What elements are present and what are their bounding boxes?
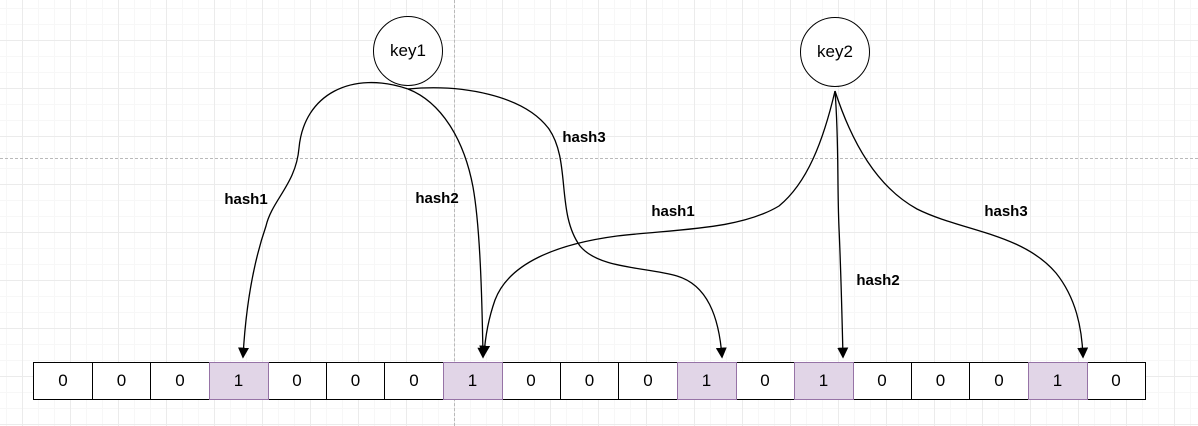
bit-cell-4: 0 bbox=[267, 362, 327, 400]
node-key1-label: key1 bbox=[390, 41, 426, 60]
bit-cell-15: 0 bbox=[910, 362, 971, 400]
label-key1-hash3: hash3 bbox=[562, 129, 606, 146]
label-key2-hash2: hash2 bbox=[856, 272, 900, 289]
page-divider-vertical bbox=[454, 0, 455, 426]
page-divider-horizontal bbox=[0, 158, 1198, 159]
label-key1-hash1: hash1 bbox=[224, 191, 268, 208]
bit-cell-16: 0 bbox=[969, 362, 1029, 400]
bit-cell-9: 0 bbox=[559, 362, 620, 400]
edge-key2-hash3 bbox=[834, 90, 1089, 359]
bit-cell-3: 1 bbox=[208, 362, 269, 400]
bit-cell-12: 0 bbox=[735, 362, 795, 400]
bit-cell-7: 1 bbox=[442, 362, 503, 400]
bit-array: 0 0 0 1 0 0 0 1 0 0 0 1 0 1 0 0 0 1 0 bbox=[33, 362, 1146, 400]
bit-cell-8: 0 bbox=[501, 362, 561, 400]
edge-key1-hash2 bbox=[407, 88, 489, 359]
bit-cell-17: 1 bbox=[1027, 362, 1088, 400]
edge-key2-hash1 bbox=[479, 90, 836, 357]
node-key2: key2 bbox=[800, 17, 870, 87]
node-key1: key1 bbox=[373, 16, 443, 86]
edge-key2-hash2 bbox=[834, 90, 849, 359]
bit-cell-1: 0 bbox=[91, 362, 152, 400]
label-key1-hash2: hash2 bbox=[415, 190, 459, 207]
bit-cell-0: 0 bbox=[33, 362, 93, 400]
bit-cell-18: 0 bbox=[1086, 362, 1146, 400]
bit-cell-10: 0 bbox=[618, 362, 678, 400]
label-key2-hash3: hash3 bbox=[984, 203, 1028, 220]
bit-cell-5: 0 bbox=[325, 362, 386, 400]
node-key2-label: key2 bbox=[817, 42, 853, 61]
label-key2-hash1: hash1 bbox=[651, 203, 695, 220]
bit-cell-6: 0 bbox=[384, 362, 444, 400]
bit-cell-14: 0 bbox=[852, 362, 912, 400]
bit-cell-13: 1 bbox=[793, 362, 854, 400]
edge-key1-hash3 bbox=[407, 87, 727, 359]
edge-key1-hash1 bbox=[238, 81, 409, 359]
bit-cell-2: 0 bbox=[150, 362, 210, 400]
bit-cell-11: 1 bbox=[676, 362, 737, 400]
